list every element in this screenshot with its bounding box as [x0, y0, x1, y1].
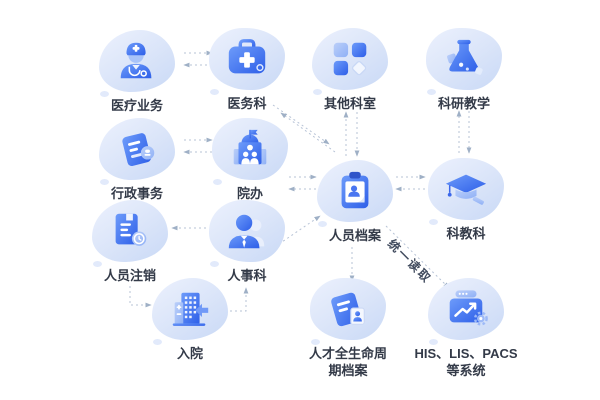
flask-icon	[447, 39, 483, 75]
medical-business-blob	[99, 30, 175, 97]
science-education-blob	[428, 158, 504, 225]
personnel-files-blob	[317, 160, 393, 227]
node-science-education-dept: 科教科	[418, 158, 514, 242]
personnel-deregistration-blob	[92, 200, 168, 267]
label-line-1: 人才全生命周	[308, 346, 387, 361]
node-label: 行政事务	[110, 186, 163, 201]
graduation-cap-icon	[445, 174, 487, 205]
node-his-lis-pacs-systems: HIS、LIS、PACS 等系统	[408, 278, 524, 379]
admission-blob	[152, 278, 228, 345]
administrative-affairs-blob	[99, 118, 175, 185]
node-hr-dept: 人事科	[199, 200, 295, 284]
node-label: 科研教学	[437, 96, 490, 111]
node-label: 其他科室	[323, 96, 376, 111]
system-window-icon	[449, 290, 488, 326]
blocks-icon	[333, 42, 367, 76]
hospital-office-blob	[212, 118, 288, 185]
research-teaching-blob	[426, 28, 502, 95]
node-medical-affairs-dept: 医务科	[199, 28, 295, 112]
node-label: 人员档案	[328, 228, 381, 243]
node-label: 医疗业务	[110, 98, 163, 113]
document-stamp-icon	[122, 133, 155, 166]
hospital-building-icon	[172, 292, 209, 326]
node-label: 院办	[236, 186, 263, 201]
node-research-teaching: 科研教学	[416, 28, 512, 112]
clipboard-person-icon	[341, 171, 369, 209]
node-talent-lifecycle-files: 人才全生命周 期档案	[290, 278, 406, 379]
node-label: 医务科	[227, 96, 267, 111]
node-hospital-office: 院办	[202, 118, 298, 202]
his-systems-blob	[428, 278, 504, 345]
medkit-icon	[228, 39, 266, 74]
node-label: 科教科	[446, 226, 486, 241]
node-other-departments: 其他科室	[302, 28, 398, 112]
building-icon	[233, 129, 267, 165]
node-personnel-deregistration: 人员注销	[82, 200, 178, 284]
label-line-2: 期档案	[328, 363, 368, 378]
node-administrative-affairs: 行政事务	[89, 118, 185, 202]
doctor-icon	[120, 42, 152, 79]
node-label: 人事科	[227, 268, 267, 283]
label-line-2: 等系统	[446, 363, 486, 378]
node-label: 人员注销	[103, 268, 156, 283]
hr-dept-blob	[209, 200, 285, 267]
other-departments-blob	[312, 28, 388, 95]
node-label: HIS、LIS、PACS 等系统	[414, 345, 517, 379]
businessperson-icon	[228, 214, 265, 249]
talent-document-icon	[331, 292, 365, 327]
talent-lifecycle-blob	[310, 278, 386, 345]
label-line-1: HIS、LIS、PACS	[414, 346, 518, 361]
node-label: 入院	[176, 346, 203, 361]
node-medical-business: 医疗业务	[89, 30, 185, 114]
node-label: 人才全生命周 期档案	[309, 345, 387, 379]
node-personnel-files: 人员档案	[307, 160, 403, 244]
document-clock-icon	[115, 213, 147, 246]
medical-affairs-blob	[209, 28, 285, 95]
node-admission: 入院	[142, 278, 238, 362]
